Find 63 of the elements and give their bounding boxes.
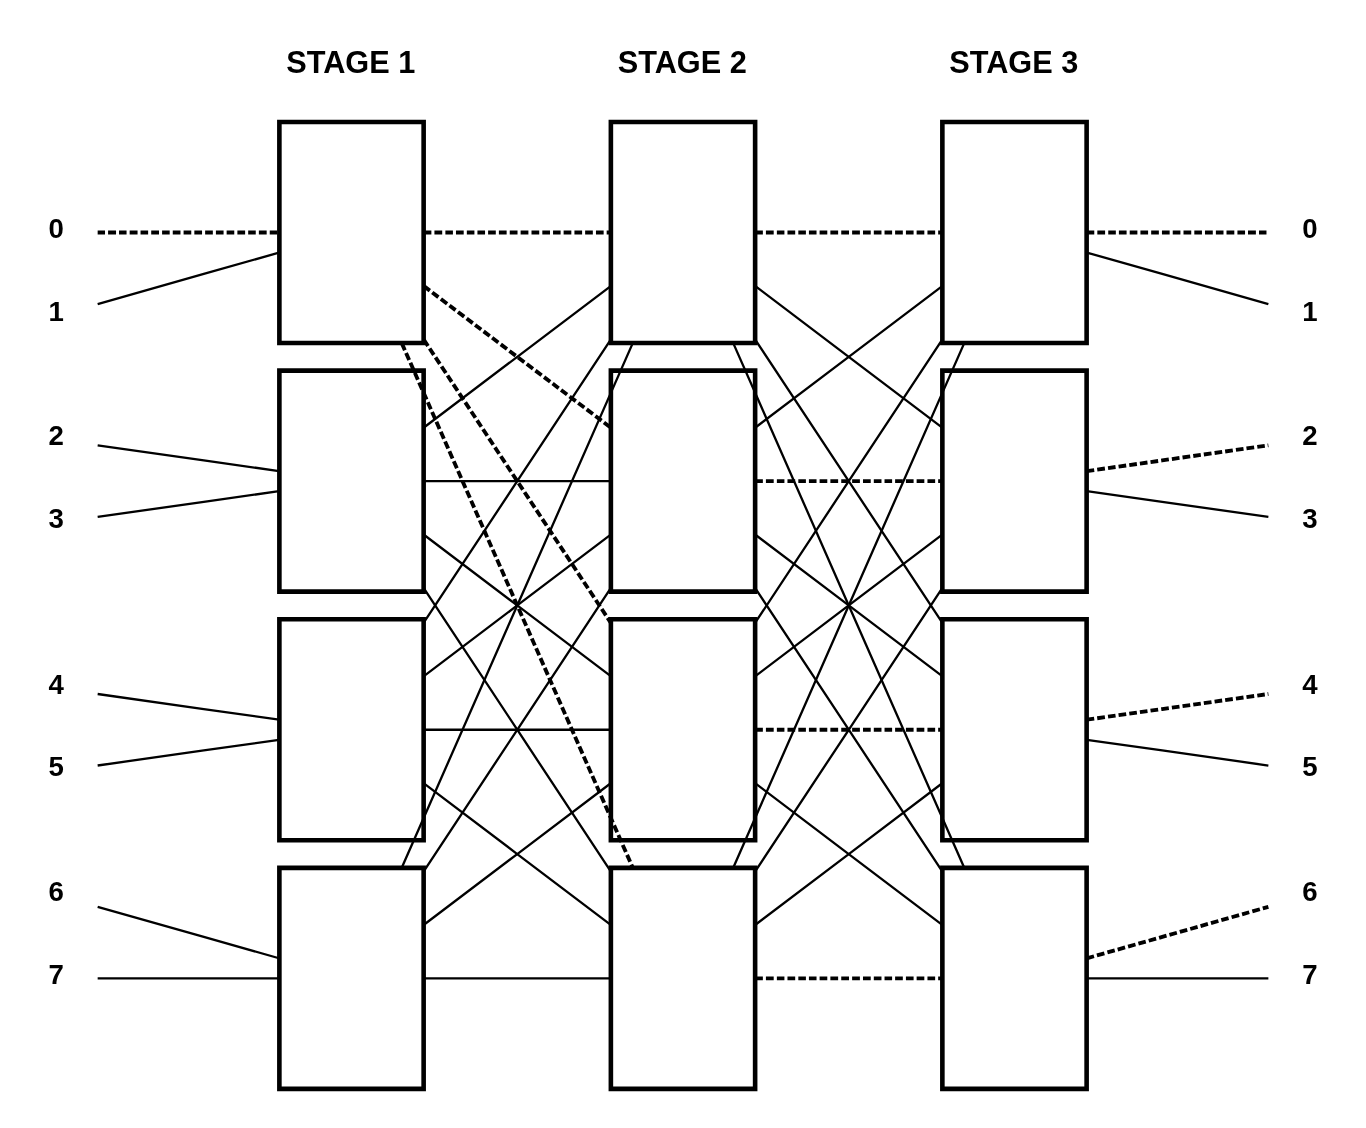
node-text: 3 xyxy=(1302,502,1318,534)
connector xyxy=(754,533,943,678)
connector xyxy=(97,230,279,235)
connector xyxy=(423,728,611,731)
connector xyxy=(754,587,944,872)
connector xyxy=(1086,692,1269,722)
node-box xyxy=(608,119,758,346)
node-box xyxy=(940,865,1089,1092)
connector xyxy=(1086,905,1269,961)
node-text: 2 xyxy=(48,419,64,451)
connector xyxy=(1086,230,1269,235)
node-text: 3 xyxy=(48,502,64,534)
connector xyxy=(97,977,279,980)
connector xyxy=(1086,977,1269,980)
node-text: 0 xyxy=(48,212,64,244)
connector xyxy=(732,342,966,868)
connector xyxy=(1086,443,1269,473)
connector xyxy=(97,251,280,306)
connector xyxy=(97,444,280,473)
connector xyxy=(423,533,612,678)
connector xyxy=(97,490,280,519)
connector xyxy=(754,782,943,926)
node-box xyxy=(277,865,426,1092)
node-text: 0 xyxy=(1302,212,1318,244)
node-box xyxy=(940,119,1089,346)
node-box xyxy=(940,616,1089,843)
node-box xyxy=(277,368,426,594)
label: STAGE 2 xyxy=(617,44,747,80)
connector xyxy=(755,976,943,981)
node-text: 5 xyxy=(1302,751,1318,783)
label: STAGE 1 xyxy=(286,44,416,80)
label: STAGE 3 xyxy=(949,44,1079,80)
node-text: 5 xyxy=(48,751,64,783)
node-text: 6 xyxy=(48,875,64,907)
node-box xyxy=(608,865,758,1092)
connector xyxy=(1086,490,1269,519)
node-text: 7 xyxy=(48,958,64,990)
connector xyxy=(97,738,280,767)
node-box xyxy=(608,368,758,594)
connector xyxy=(97,692,280,721)
node-text: 1 xyxy=(48,295,64,327)
connector xyxy=(755,727,943,732)
connector xyxy=(423,782,612,926)
connector xyxy=(755,479,943,484)
connector xyxy=(423,230,611,235)
connector xyxy=(97,905,280,960)
node-text: 1 xyxy=(1302,295,1318,327)
node-text: 6 xyxy=(1302,875,1318,907)
node-box xyxy=(277,119,426,346)
connector xyxy=(1086,738,1269,767)
connector xyxy=(422,587,612,872)
node-text: 7 xyxy=(1302,958,1318,990)
node-box xyxy=(940,368,1089,594)
connector xyxy=(423,977,611,980)
node-text: 2 xyxy=(1302,419,1318,451)
node-box xyxy=(277,616,426,843)
connector xyxy=(423,480,611,483)
connector xyxy=(1086,251,1269,306)
node-box xyxy=(608,616,758,843)
node-text: 4 xyxy=(48,668,64,700)
node-text: 4 xyxy=(1302,668,1318,700)
connector xyxy=(755,230,943,235)
connector xyxy=(754,285,943,429)
